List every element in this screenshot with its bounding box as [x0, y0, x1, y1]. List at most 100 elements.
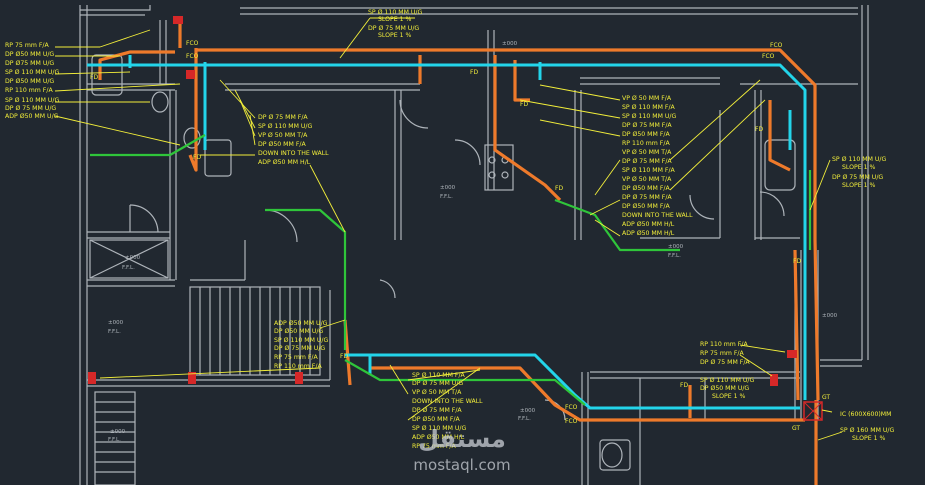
far-right-labels: SP Ø 110 MM U/G SLOPE 1 % DP Ø 75 MM U/G… [832, 155, 886, 189]
lower-right-labels: RP 110 mm F/A RP 75 mm F/A DP Ø 75 MM F/… [700, 341, 754, 400]
label: SP Ø 110 MM U/G [700, 376, 754, 384]
lower-center-labels: SP Ø 110 MM F/A DP Ø 75 MM U/G VP Ø 50 M… [412, 371, 483, 450]
label: DOWN INTO THE WALL [622, 212, 693, 219]
label: SLOPE 1 % [852, 435, 886, 442]
label: DP Ø 75 MM F/A [622, 193, 672, 201]
label: SP Ø 110 MM U/G [274, 336, 328, 344]
label: ADP Ø50 MM H/L [258, 158, 311, 166]
top-callouts: SP Ø 110 MM U/G SLOPE 1 % DP Ø 75 MM U/G… [368, 8, 422, 39]
label: DP Ø 75 MM U/G [5, 104, 56, 112]
fco-markers: FCO FCO FCO FCO FCO FCO [186, 40, 783, 425]
fco-marker: FCO [770, 42, 783, 49]
label: DP Ø50 MM U/G [274, 327, 323, 335]
lower-left-labels: ADP Ø50 MM U/G DP Ø50 MM U/G SP Ø 110 MM… [274, 319, 328, 370]
ffl-label: F.F.L. [108, 437, 121, 443]
left-mid-labels: SP Ø 110 MM U/G DP Ø 75 MM U/G ADP Ø50 M… [5, 96, 59, 120]
center-labels: DP Ø 75 MM F/A SP Ø 110 MM U/G VP Ø 50 M… [258, 113, 329, 166]
label: DP Ø 75 MM U/G [274, 344, 325, 352]
label: VP Ø 50 MM T/A [412, 388, 462, 396]
label: SLOPE 1 % [842, 164, 876, 171]
architectural-walls [79, 5, 869, 485]
label: RP 110 mm F/A [700, 341, 748, 348]
label: RP 110 mm F/A [274, 363, 322, 370]
gt-markers: GT GT [792, 394, 830, 432]
watermark-latin: mostaql.com [413, 456, 510, 474]
level-value: ±000 [110, 429, 126, 435]
right-labels: VP Ø 50 MM F/A SP Ø 110 MM F/A SP Ø 110 … [622, 94, 693, 237]
top-callout-line3: DP Ø 75 MM U/G [368, 24, 419, 32]
label: ADP Ø50 MM U/G [274, 319, 328, 327]
label: DOWN INTO THE WALL [412, 398, 483, 405]
gt-marker: GT [792, 425, 800, 432]
fco-marker: FCO [565, 404, 578, 411]
label: SLOPE 1 % [842, 182, 876, 189]
label: DP Ø 75 MM F/A [700, 358, 750, 366]
top-callout-line1: SP Ø 110 MM U/G [368, 8, 422, 16]
fco-marker: FCO [565, 418, 578, 425]
label: DP Ø75 MM U/G [5, 59, 54, 67]
label: ADP Ø50 MM U/G [5, 112, 59, 120]
label: SP Ø 110 MM U/G [832, 155, 886, 163]
label: DP Ø50 MM U/G [5, 77, 54, 85]
fd-marker: FD [470, 69, 478, 76]
fco-marker: FCO [186, 40, 199, 47]
top-callout-line2: SLOPE 1 % [378, 16, 412, 23]
label: VP Ø 50 MM F/A [622, 94, 672, 102]
label: DP Ø 75 MM U/G [832, 173, 883, 181]
label: SP Ø 110 MM U/G [622, 112, 676, 120]
label: DP Ø50 MM F/A [258, 140, 306, 148]
watermark-arabic: مستقل [418, 425, 506, 453]
level-value: ±000 [502, 41, 518, 47]
label: SP Ø 110 MM U/G [412, 424, 466, 432]
level-value: ±000 [440, 185, 456, 191]
fd-marker: FD [90, 74, 98, 81]
label: ADP Ø50 MM H/L [622, 229, 675, 237]
top-callout-line4: SLOPE 1 % [378, 32, 412, 39]
level-value: ±000 [520, 408, 536, 414]
inspection-chamber [803, 401, 823, 421]
fd-marker: FD [793, 258, 801, 265]
leader-lines [54, 17, 843, 441]
cyan-pipes [87, 55, 807, 410]
label: VP Ø 50 MM T/A [258, 131, 308, 139]
level-value: ±000 [125, 255, 141, 261]
level-value: ±000 [108, 320, 124, 326]
label: DP Ø 75 MM F/A [622, 157, 672, 165]
ffl-label: F.F.L. [518, 416, 531, 422]
fd-marker: FD [340, 353, 348, 360]
fd-markers: FD FD FD FD FD FD FD FD FD [90, 69, 801, 389]
label: RP 75 mm F/A [412, 443, 457, 450]
level-value: ±000 [668, 244, 684, 250]
label: DP Ø 75 MM F/A [258, 113, 308, 121]
watermark: مستقل mostaql.com [413, 425, 510, 474]
label: VP Ø 50 MM T/A [622, 175, 672, 183]
fd-marker: FD [555, 185, 563, 192]
gt-marker: GT [822, 394, 830, 401]
label: RP 75 mm F/A [5, 42, 50, 49]
label: DP Ø50 MM U/G [700, 384, 749, 392]
ffl-label: F.F.L. [108, 329, 121, 335]
label: VP Ø 50 MM T/A [622, 148, 672, 156]
ffl-label: F.F.L. [440, 194, 453, 200]
label: SP Ø 110 MM U/G [258, 122, 312, 130]
label: RP 75 mm F/A [700, 350, 745, 357]
label: RP 110 mm F/A [5, 87, 53, 94]
fd-marker: FD [193, 154, 201, 161]
fco-marker: FCO [762, 53, 775, 60]
label: DP Ø 75 MM F/A [412, 406, 462, 414]
label: DP Ø50 MM F/A [622, 184, 670, 192]
level-value: ±000 [822, 313, 838, 319]
fco-marker: FCO [186, 53, 199, 60]
label: DP Ø50 MM U/G [5, 50, 54, 58]
label: DP Ø50 MM F/A [412, 415, 460, 423]
fd-marker: FD [520, 101, 528, 108]
label: DP Ø 75 MM F/A [622, 121, 672, 129]
label: RP 110 mm F/A [622, 140, 670, 147]
orange-pipes [98, 20, 820, 485]
level-markers: ±000 F.F.L. ±000 F.F.L. ±000 F.F.L. ±000… [108, 41, 838, 443]
fd-marker: FD [755, 126, 763, 133]
label: SP Ø 110 MM U/G [5, 68, 59, 76]
label: ADP Ø50 MM H/L [622, 220, 675, 228]
label: RP 75 mm F/A [274, 354, 319, 361]
